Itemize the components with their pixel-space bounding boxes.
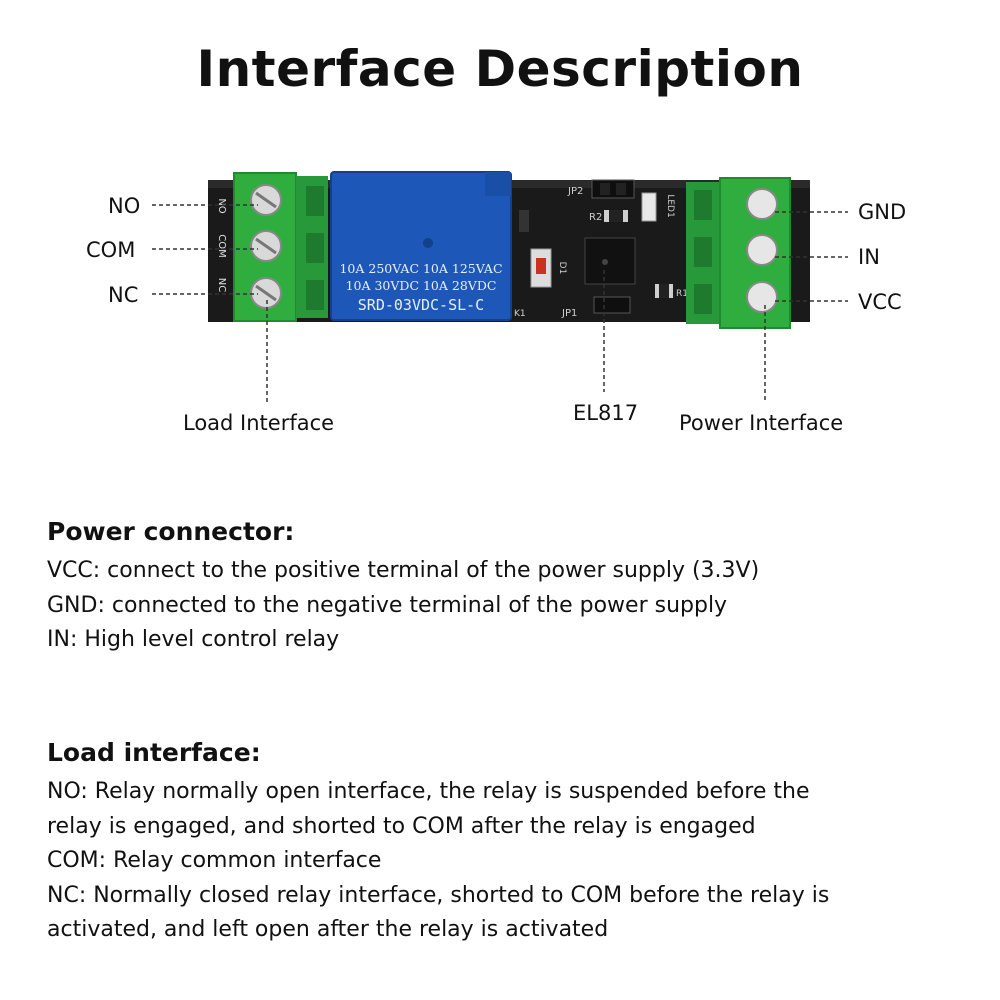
load-line-nc-2: activated, and left open after the relay… [47,917,609,942]
silk-d1: D1 [557,262,567,275]
silk-k1: K1 [514,309,526,319]
power-connector-heading: Power connector: [47,517,295,546]
label-power-interface: Power Interface [679,411,844,435]
silk-no: NO [216,198,227,213]
power-connector-section: Power connector: VCC: connect to the pos… [47,516,967,658]
label-el817: EL817 [573,401,639,425]
label-nc: NC [108,283,139,307]
silk-com: COM [216,234,227,257]
page-title: Interface Description [196,40,804,98]
power-line-in: IN: High level control relay [47,627,340,652]
silk-jp2: JP2 [567,186,583,197]
label-load-interface: Load Interface [183,411,335,435]
silk-r2: R2 [589,212,602,223]
load-line-com: COM: Relay common interface [47,848,382,873]
relay-model: SRD-03VDC-SL-C [358,296,484,314]
silk-led1: LED1 [665,194,675,217]
silk-jp1: JP1 [561,308,577,319]
label-gnd: GND [858,200,907,224]
left-terminal-block [233,172,328,322]
silk-r1: R1 [676,289,688,299]
silk-nc: NC [216,278,227,292]
label-vcc: VCC [858,290,902,314]
load-line-no-1: NO: Relay normally open interface, the r… [47,779,810,804]
relay-rating-2: 10A 30VDC 10A 28VDC [346,278,497,293]
load-interface-section: Load interface: NO: Relay normally open … [47,737,967,948]
load-interface-heading: Load interface: [47,738,261,767]
relay-block: 10A 250VAC 10A 125VAC 10A 30VDC 10A 28VD… [330,171,512,321]
relay-rating-1: 10A 250VAC 10A 125VAC [339,261,502,276]
pcb-components: JP2 R2 LED1 D1 JP1 R1 K1 [514,179,688,319]
label-com: COM [86,238,136,262]
label-in: IN [858,245,880,269]
load-line-nc-1: NC: Normally closed relay interface, sho… [47,882,830,908]
power-line-vcc: VCC: connect to the positive terminal of… [47,558,760,583]
power-line-gnd: GND: connected to the negative terminal … [47,592,728,618]
right-terminal-block [686,177,791,329]
relay-module-diagram: NO COM NC 10A 250VAC 10A 125VAC 10A 30VD… [152,171,848,402]
load-line-no-2: relay is engaged, and shorted to COM aft… [47,813,756,839]
label-no: NO [108,194,141,218]
